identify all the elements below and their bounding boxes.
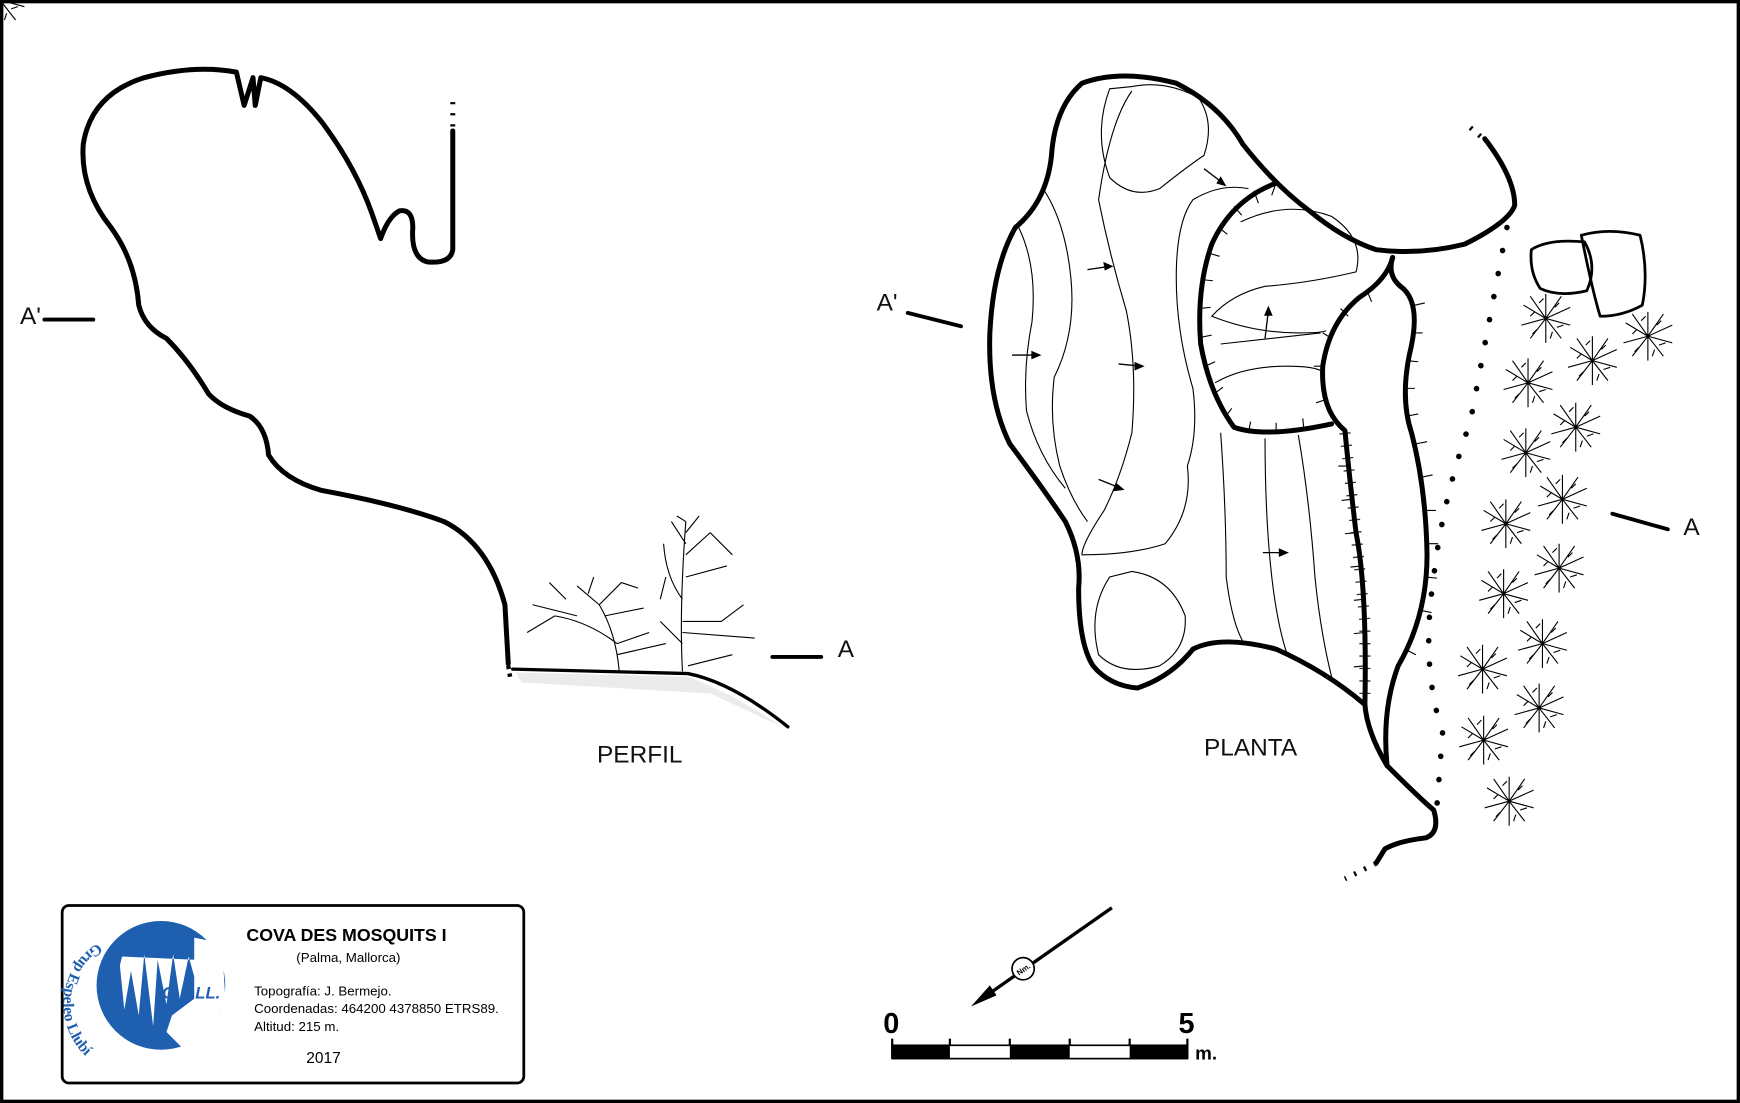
plan-section: A' A PLANTA [0,0,1700,882]
dripline-dots [1425,224,1510,808]
coordinates: Coordenadas: 464200 4378850 ETRS89. [254,1001,499,1016]
plan-a-label: A [1683,514,1700,541]
profile-outline [80,66,511,667]
ground-hatch [516,672,783,727]
profile-a-label: A [838,636,855,663]
profile-title: PERFIL [597,741,682,768]
topography-credit: Topografía: J. Bermejo. [254,983,391,998]
profile-section: A' A PERFIL [20,66,855,768]
ground-line [511,667,790,729]
contour-lines [1018,84,1359,678]
plan-section-mark-a [1610,511,1670,532]
plan-a-prime-label: A' [877,290,898,317]
vegetation-icons [0,0,1673,827]
shrub-icon [526,576,666,672]
inner-wall-right [1383,254,1430,769]
logo-text: G.E.LL. [162,984,220,1003]
tree-icon [659,515,755,672]
pit-ticks [1199,182,1439,668]
scale-end: 5 [1178,1008,1194,1040]
slope-arrows [1012,168,1289,557]
plan-section-mark-a-prime [905,310,963,329]
cave-name: COVA DES MOSQUITS I [246,925,446,945]
profile-a-prime-label: A' [20,303,41,330]
drop-ticks [1339,432,1371,702]
cave-location: (Palma, Mallorca) [296,950,400,965]
inner-wall-left [1320,254,1396,708]
plan-title: PLANTA [1204,735,1298,762]
altitude: Altitud: 215 m. [254,1019,339,1034]
north-arrow: Nm. [970,906,1113,1007]
scale-start: 0 [883,1008,899,1040]
survey-year: 2017 [306,1050,341,1067]
scale-unit: m. [1195,1043,1217,1064]
scale-bar: 0 5 m. [883,1008,1217,1064]
pit-outline [1197,180,1335,435]
title-block: G.E.LL. Grup Espeleo Llubí COVA DES MOSQ… [59,904,526,1085]
boulders [1529,229,1647,318]
